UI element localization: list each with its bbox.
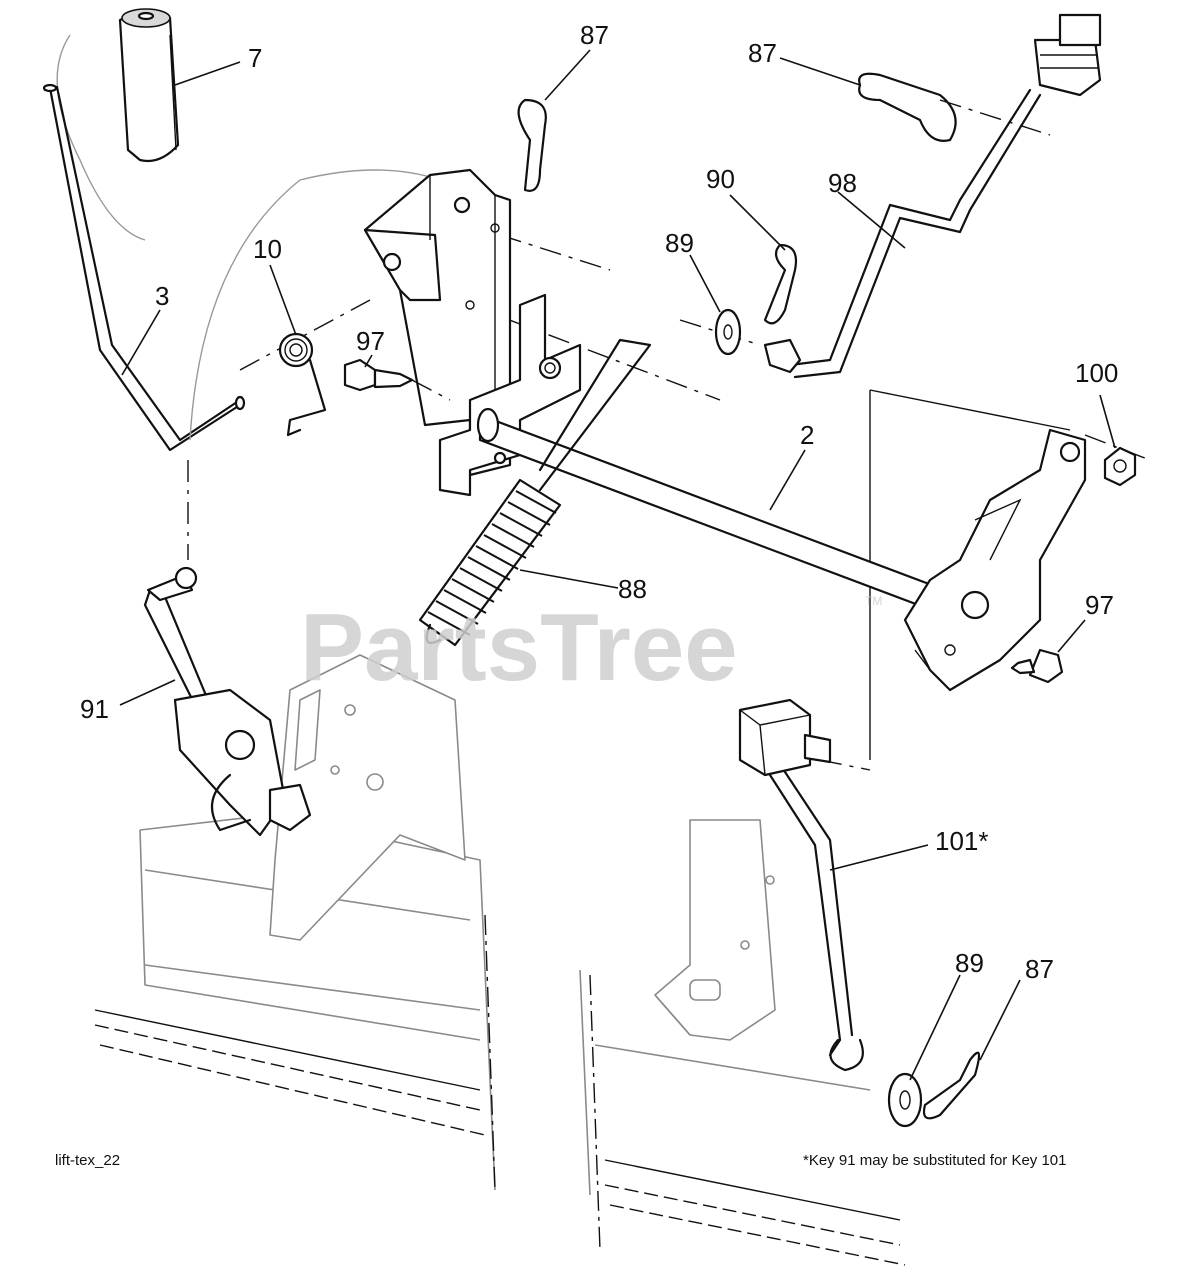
- callout-100: 100: [1075, 358, 1118, 388]
- cotter-pin-part: [763, 243, 798, 325]
- callout-87-top: 87: [580, 20, 609, 50]
- callout-97-left: 97: [356, 326, 385, 356]
- callout-2: 2: [800, 420, 814, 450]
- torsion-spring-part: [278, 332, 327, 437]
- hairpin-clip-top: [517, 98, 547, 192]
- callout-97-right: 97: [1085, 590, 1114, 620]
- left-deck-bracket: [269, 654, 466, 941]
- callout-101: 101*: [935, 826, 989, 856]
- callout-91: 91: [80, 694, 109, 724]
- link-rod-part: [763, 13, 1102, 379]
- lift-arm-part: [903, 428, 1087, 692]
- watermark-text: PartsTree: [300, 594, 738, 701]
- callout-87-bottom: 87: [1025, 954, 1054, 984]
- bolt-left-part: [343, 358, 451, 401]
- deck-link-left-part: [143, 566, 312, 837]
- handle-grip-part: [56, 8, 180, 241]
- callout-labels: 7 87 87 90 98 89 10 3 97 100 2 88 97 91 …: [80, 20, 1118, 984]
- leader-lines: [119, 49, 1116, 1081]
- callout-88: 88: [618, 574, 647, 604]
- substitution-footnote: *Key 91 may be substituted for Key 101: [803, 1152, 1067, 1169]
- right-deck-bracket: [654, 819, 776, 1041]
- callout-87-right: 87: [748, 38, 777, 68]
- callout-89-top: 89: [665, 228, 694, 258]
- callout-90: 90: [706, 164, 735, 194]
- mower-deck-outline: [94, 814, 906, 1266]
- deck-link-right-part: [738, 698, 864, 1072]
- partstree-watermark: PartsTree TM: [300, 594, 882, 701]
- lift-lever-rod-part: [42, 83, 441, 452]
- hairpin-clip-right: [858, 72, 957, 142]
- hairpin-clip-bottom: [922, 1051, 981, 1120]
- callout-3: 3: [155, 281, 169, 311]
- bolt-right-part: [1010, 648, 1064, 684]
- callout-98: 98: [828, 168, 857, 198]
- extension-spring-part: [418, 338, 652, 647]
- callout-7: 7: [248, 43, 262, 73]
- washer-top-part: [714, 308, 742, 356]
- nut-part: [1103, 446, 1137, 487]
- watermark-tm: TM: [865, 594, 882, 608]
- callout-89-bottom: 89: [955, 948, 984, 978]
- washer-bottom-part: [887, 1072, 923, 1128]
- figure-id-caption: lift-tex_22: [55, 1152, 120, 1169]
- callout-10: 10: [253, 234, 282, 264]
